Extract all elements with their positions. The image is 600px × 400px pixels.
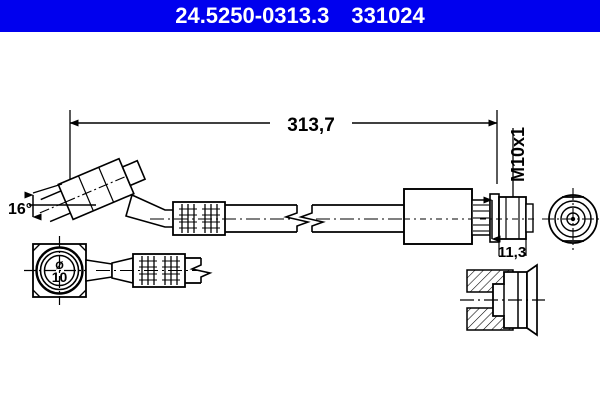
hose-end-detail-view — [85, 253, 213, 288]
hose-end-fitting-block — [403, 188, 473, 245]
bore-diameter-symbol: Ø — [55, 260, 64, 272]
hex-width-label: 11,3 — [498, 244, 526, 261]
header-bar: 24.5250-0313.3 331024 — [0, 0, 600, 32]
part-number: 24.5250-0313.3 — [175, 3, 330, 28]
technical-drawing-svg: 313,7 16° — [8, 110, 600, 337]
bend-angle-dimension — [24, 183, 96, 221]
hose-body — [150, 204, 404, 233]
hex-width-dimension — [498, 239, 527, 256]
header-text-group: 24.5250-0313.3 331024 — [175, 5, 425, 27]
overall-length-dimension — [69, 110, 498, 184]
thread-dimension — [483, 128, 514, 243]
banjo-end-face-view — [24, 236, 96, 305]
hose-crimp-ferrule-left — [125, 193, 226, 236]
bend-angle-label: 16° — [8, 201, 32, 218]
bore-diameter-value: 10 — [52, 269, 68, 285]
thread-end-face-view — [542, 188, 600, 250]
reference-number: 331024 — [351, 3, 425, 28]
overall-length-label: 313,7 — [287, 115, 335, 136]
banjo-fitting-angled — [39, 157, 147, 223]
thread-spec-label: M10x1 — [508, 127, 528, 182]
ferrule-right — [471, 199, 491, 236]
seat-section-view — [460, 263, 545, 337]
drawing-canvas: 313,7 16° — [0, 32, 600, 400]
